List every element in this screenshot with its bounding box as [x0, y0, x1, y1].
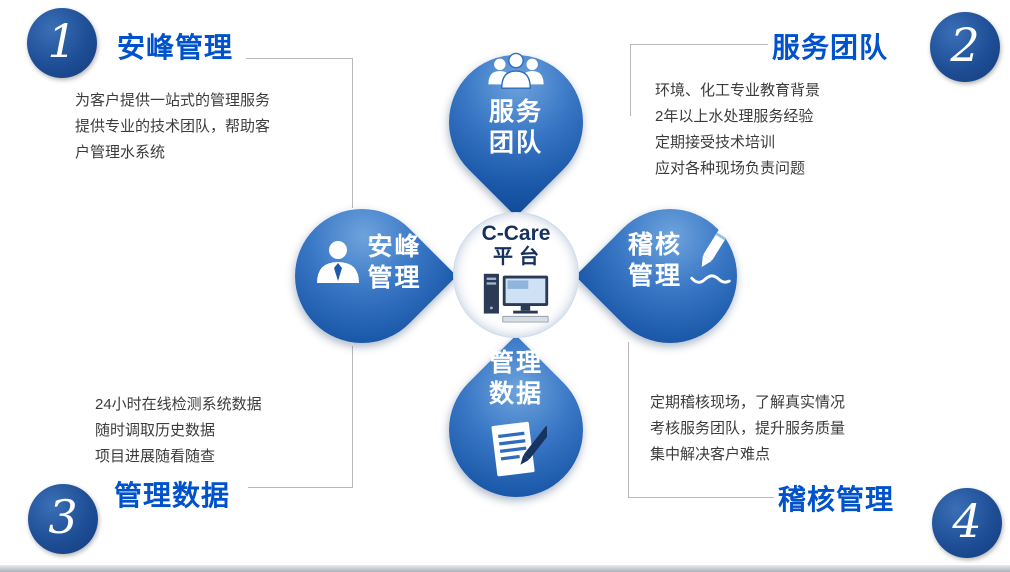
connector-line-3-vertical [352, 346, 353, 488]
corner-2-text: 环境、化工专业教育背景 2年以上水处理服务经验 定期接受技术培训 应对各种现场负… [655, 78, 820, 182]
text-line: 定期稽核现场，了解真实情况 [650, 394, 846, 411]
petal-right-content: 稽核 管理 [606, 228, 758, 293]
petal-bottom-content: 管理 数据 [451, 348, 581, 489]
center-title: C-Care [481, 222, 551, 245]
connector-line-4-vertical [628, 342, 629, 498]
connector-line-1-horizontal [246, 58, 353, 59]
pencil-icon [686, 228, 736, 293]
connector-line-3-horizontal [248, 487, 353, 488]
connector-line-1-vertical [352, 58, 353, 208]
text-line: 项目进展随看随查 [95, 448, 216, 465]
petal-label: 服务 [488, 98, 543, 126]
petal-label: 稽核 [627, 230, 682, 259]
text-line: 定期接受技术培训 [655, 134, 776, 151]
corner-4-title: 稽核管理 [778, 484, 895, 515]
petal-label: 管理 [627, 261, 682, 290]
petal-label: 安峰 [367, 233, 422, 261]
text-line: 集中解决客户难点 [650, 446, 771, 463]
corner-3-title: 管理数据 [114, 480, 231, 511]
corner-1-text: 为客户提供一站式的管理服务 提供专业的技术团队，帮助客 户管理水系统 [75, 88, 270, 166]
petal-label: 数据 [488, 380, 543, 408]
corner-2-number-circle: 2 [930, 12, 1000, 82]
text-line: 随时调取历史数据 [95, 422, 216, 439]
text-line: 提供专业的技术团队，帮助客 [75, 118, 271, 135]
corner-4-text: 定期稽核现场，了解真实情况 考核服务团队，提升服务质量 集中解决客户难点 [650, 390, 845, 468]
corner-3-number-circle: 3 [28, 484, 98, 554]
corner-4-number-circle: 4 [932, 488, 1002, 558]
corner-2-number: 2 [950, 18, 980, 72]
connector-line-4-horizontal [628, 497, 774, 498]
center-subtitle: 平台 [493, 246, 545, 268]
text-line: 24小时在线检测系统数据 [95, 396, 262, 413]
petal-label: 团队 [488, 129, 543, 157]
petal-label: 管理 [367, 264, 422, 292]
corner-3-number: 3 [48, 490, 78, 544]
text-line: 2年以上水处理服务经验 [655, 108, 814, 125]
petal-label: 管理 [488, 349, 543, 377]
corner-3-text: 24小时在线检测系统数据 随时调取历史数据 项目进展随看随查 [95, 392, 262, 470]
corner-1-number: 1 [47, 14, 77, 68]
text-line: 户管理水系统 [75, 144, 166, 161]
team-icon [485, 52, 547, 97]
corner-1-title: 安峰管理 [117, 32, 234, 63]
person-icon [314, 239, 362, 288]
bottom-edge-strip [0, 565, 1010, 572]
corner-2-title: 服务团队 [772, 32, 889, 63]
petal-left-content: 安峰 管理 [291, 232, 445, 294]
connector-line-2-horizontal [630, 44, 768, 45]
text-line: 环境、化工专业教育背景 [655, 82, 821, 99]
connector-line-2-vertical [630, 44, 631, 116]
center-hub-content: C-Care 平台 [454, 213, 578, 337]
corner-1-number-circle: 1 [27, 8, 97, 78]
computer-icon [480, 270, 552, 328]
petal-top-content: 服务 团队 [451, 52, 581, 159]
text-line: 为客户提供一站式的管理服务 [75, 92, 271, 109]
corner-4-number: 4 [952, 494, 982, 548]
text-line: 考核服务团队，提升服务质量 [650, 420, 846, 437]
document-icon [485, 416, 552, 489]
text-line: 应对各种现场负责问题 [655, 160, 806, 177]
